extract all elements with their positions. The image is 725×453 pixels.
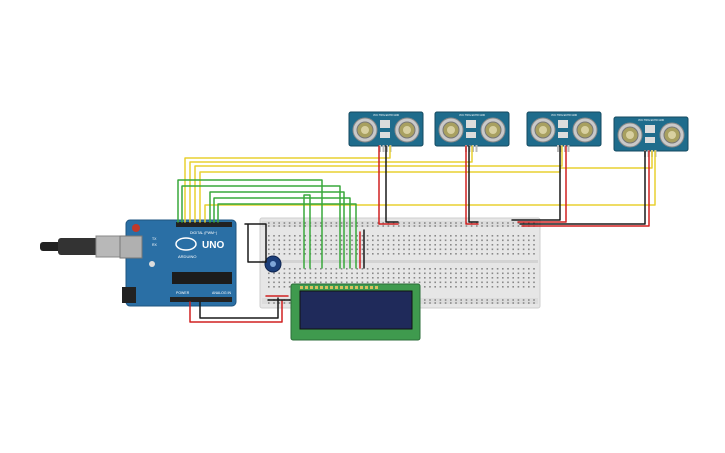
wire-11[interactable] bbox=[303, 194, 311, 269]
atmega-chip bbox=[172, 272, 232, 284]
tx-label: TX bbox=[152, 237, 157, 241]
digital-header bbox=[176, 222, 232, 227]
sensor-pin-label: VCC TRIG ECHO GND bbox=[373, 114, 399, 117]
wire-15[interactable] bbox=[521, 150, 650, 227]
ultrasonic-sensors: VCC TRIG ECHO GND VCC TRIG ECHO GND VCC TR… bbox=[348, 111, 689, 157]
wire-13[interactable] bbox=[465, 145, 479, 225]
power-label: POWER bbox=[176, 291, 190, 295]
transducer-icon bbox=[659, 122, 685, 148]
wires bbox=[177, 145, 656, 323]
transducer-icon bbox=[480, 117, 506, 143]
sensor-pin-label: VCC TRIG ECHO GND bbox=[459, 114, 485, 117]
transducer-icon bbox=[352, 117, 378, 143]
digital-label: DIGITAL (PWM~) bbox=[190, 231, 217, 235]
board-brand-sub: ARDUINO bbox=[178, 254, 196, 259]
wire-22[interactable] bbox=[199, 297, 279, 319]
rx-label: RX bbox=[152, 243, 158, 247]
wire-7[interactable] bbox=[181, 185, 341, 269]
transducer-icon bbox=[394, 117, 420, 143]
board-brand: UNO bbox=[202, 240, 224, 251]
transducer-icon bbox=[438, 117, 464, 143]
wire-18[interactable] bbox=[511, 145, 561, 221]
wire-14[interactable] bbox=[517, 145, 567, 223]
arduino-uno-board[interactable]: UNO ARDUINO DIGITAL (PWM~) POWER ANALOG … bbox=[119, 219, 237, 307]
breadboard-holes bbox=[268, 222, 535, 304]
sensor-pin-label: VCC TRIG ECHO GND bbox=[551, 114, 577, 117]
potentiometer[interactable] bbox=[264, 255, 282, 273]
transducer-icon bbox=[572, 117, 598, 143]
analog-label: ANALOG IN bbox=[212, 291, 232, 295]
transducer-icon bbox=[617, 122, 643, 148]
wire-5[interactable] bbox=[204, 150, 656, 223]
wire-10[interactable] bbox=[217, 203, 357, 269]
lcd-screen bbox=[299, 290, 413, 330]
lcd-pin-header bbox=[300, 286, 378, 289]
wire-9[interactable] bbox=[213, 197, 351, 269]
wire-17[interactable] bbox=[468, 145, 479, 223]
wire-1[interactable] bbox=[184, 145, 391, 223]
lcd-16x2-display[interactable] bbox=[290, 283, 421, 341]
sensor-pin-label: VCC TRIG ECHO GND bbox=[638, 119, 664, 122]
wire-8[interactable] bbox=[209, 191, 345, 269]
ultrasonic-sensor-4[interactable]: VCC TRIG ECHO GND bbox=[613, 116, 689, 157]
wire-12[interactable] bbox=[378, 145, 399, 225]
wire-2[interactable] bbox=[189, 145, 473, 223]
wire-6[interactable] bbox=[177, 179, 323, 269]
wire-16[interactable] bbox=[385, 145, 399, 223]
usb-port bbox=[119, 235, 143, 259]
wire-19[interactable] bbox=[519, 150, 646, 225]
ultrasonic-sensor-2[interactable]: VCC TRIG ECHO GND bbox=[434, 111, 510, 152]
reset-button[interactable] bbox=[132, 224, 140, 232]
transducer-icon bbox=[530, 117, 556, 143]
ultrasonic-sensor-3[interactable]: VCC TRIG ECHO GND bbox=[526, 111, 602, 152]
wire-20[interactable] bbox=[244, 223, 267, 263]
capacitor bbox=[149, 261, 155, 267]
wire-21[interactable] bbox=[189, 299, 283, 323]
ultrasonic-sensor-1[interactable]: VCC TRIG ECHO GND bbox=[348, 111, 424, 152]
analog-power-header bbox=[170, 297, 232, 302]
power-jack bbox=[122, 287, 136, 303]
arduino-logo-icon bbox=[175, 237, 197, 251]
